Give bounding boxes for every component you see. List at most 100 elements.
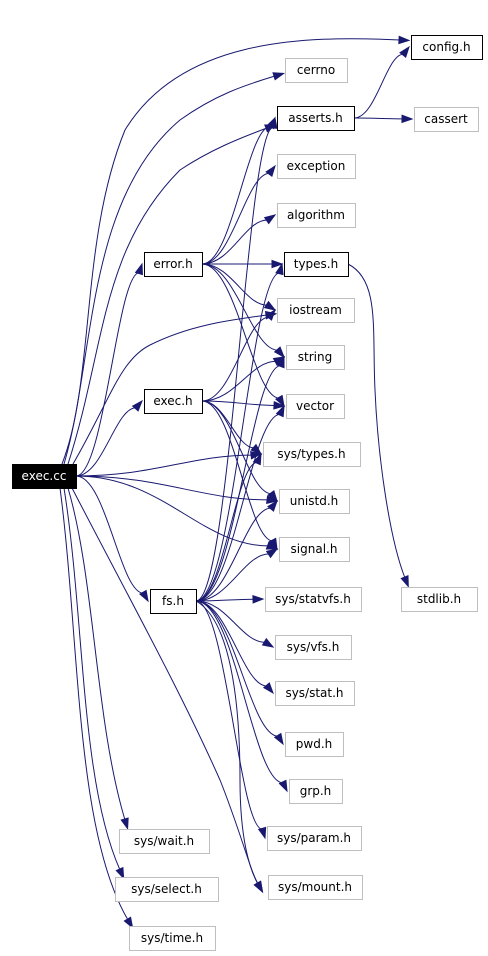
node-label: asserts.h <box>288 111 343 125</box>
edge-fs_h-to-sys_statvfs_h <box>195 598 255 602</box>
edge-arrowhead <box>273 346 285 359</box>
node-box <box>277 154 356 179</box>
node-label: config.h <box>422 40 470 54</box>
node-cerrno: cerrno <box>285 58 348 83</box>
node-exception: exception <box>277 154 356 179</box>
node-box <box>286 345 345 370</box>
edge-arrowhead <box>262 682 274 695</box>
node-label: sys/statvfs.h <box>275 592 351 606</box>
node-sys-stat-h: sys/stat.h <box>275 681 355 706</box>
edge-arrowhead <box>253 880 264 894</box>
edge-exec_cc-to-sys_time_h <box>59 487 129 921</box>
edge-exec_cc-to-unistd_h <box>75 475 269 501</box>
node-label: string <box>298 350 332 364</box>
node-label: sys/select.h <box>131 882 202 896</box>
node-box <box>267 826 362 851</box>
edge-arrowhead <box>266 495 279 504</box>
edge-fs_h-to-asserts_h <box>195 126 274 602</box>
node-box <box>265 587 362 612</box>
edge-fs_h-to-vector <box>195 413 281 602</box>
node-exec-h[interactable]: exec.h <box>144 389 203 414</box>
edge-exec_cc-to-sys_wait_h <box>67 487 126 821</box>
edge-arrowhead <box>139 589 149 603</box>
node-box <box>263 442 361 467</box>
edge-error_h-to-vector <box>201 263 280 399</box>
node-label: types.h <box>294 257 338 271</box>
node-sys-time-h: sys/time.h <box>129 926 216 951</box>
node-signal-h: signal.h <box>279 537 350 562</box>
edge-arrowhead <box>265 548 279 559</box>
edge-exec_cc-to-config_h <box>61 38 401 465</box>
node-box <box>268 875 363 900</box>
node-label: exception <box>287 159 346 173</box>
edge-error_h-to-asserts_h <box>201 125 272 265</box>
edge-arrowhead <box>400 575 409 588</box>
edge-arrowhead <box>275 404 285 418</box>
edge-arrowhead <box>271 259 284 269</box>
edge-error_h-to-exception <box>201 172 270 265</box>
node-box <box>289 779 343 804</box>
node-label: cassert <box>424 112 468 126</box>
edge-arrowhead <box>263 214 277 225</box>
node-label: sys/wait.h <box>134 834 194 848</box>
edge-exec_cc-to-cerrno <box>63 75 276 465</box>
node-box <box>284 252 349 277</box>
node-box <box>144 252 203 277</box>
edge-arrowhead <box>265 164 276 177</box>
edges-layer <box>59 35 414 930</box>
edge-fs_h-to-grp_h <box>195 600 284 784</box>
edge-exec_cc-to-iostream <box>72 314 268 465</box>
node-box <box>115 877 219 902</box>
node-sys-vfs-h: sys/vfs.h <box>275 635 352 660</box>
node-asserts-h[interactable]: asserts.h <box>277 106 355 131</box>
node-algorithm: algorithm <box>277 203 356 228</box>
node-box <box>286 394 345 419</box>
node-box <box>12 464 77 489</box>
edge-exec_h-to-unistd_h <box>201 400 272 495</box>
edge-fs_h-to-sys_vfs_h <box>195 600 266 643</box>
edge-arrowhead <box>261 637 275 648</box>
node-box <box>279 537 350 562</box>
node-config-h[interactable]: config.h <box>411 35 483 60</box>
node-box <box>277 298 355 323</box>
node-label: sys/time.h <box>141 931 203 945</box>
node-label: iostream <box>289 303 342 317</box>
edge-arrowhead <box>275 394 285 408</box>
node-box <box>275 635 352 660</box>
node-label: cerrno <box>297 63 335 77</box>
node-types-h[interactable]: types.h <box>284 252 349 277</box>
edge-exec_cc-to-error_h <box>75 272 140 477</box>
node-sys-mount-h: sys/mount.h <box>268 875 363 900</box>
edge-arrowhead <box>275 262 284 276</box>
node-box <box>279 489 350 514</box>
node-error-h[interactable]: error.h <box>144 252 203 277</box>
node-cassert: cassert <box>414 107 479 132</box>
node-unistd-h: unistd.h <box>279 489 350 514</box>
node-label: vector <box>296 399 334 413</box>
edge-arrowhead <box>278 779 288 793</box>
node-label: fs.h <box>162 594 184 608</box>
edge-error_h-to-iostream <box>201 263 268 306</box>
edge-arrowhead <box>131 399 143 412</box>
edge-arrowhead <box>267 490 278 503</box>
node-label: algorithm <box>287 208 345 222</box>
edge-exec_cc-to-sys_select_h <box>63 487 121 871</box>
edge-arrowhead <box>252 595 265 604</box>
node-box <box>275 681 355 706</box>
node-exec-cc[interactable]: exec.cc <box>12 464 77 489</box>
node-grp-h: grp.h <box>289 779 343 804</box>
edge-fs_h-to-string <box>195 364 282 602</box>
node-label: exec.h <box>153 394 192 408</box>
edge-arrowhead <box>267 499 278 512</box>
node-box <box>285 58 348 83</box>
edge-arrowhead <box>123 916 134 930</box>
node-label: sys/mount.h <box>278 880 352 894</box>
node-sys-select-h: sys/select.h <box>115 877 219 902</box>
node-fs-h[interactable]: fs.h <box>150 589 197 614</box>
edge-arrowhead <box>120 817 129 831</box>
node-label: sys/stat.h <box>285 686 343 700</box>
node-sys-wait-h: sys/wait.h <box>119 829 210 854</box>
node-label: sys/vfs.h <box>287 640 340 654</box>
node-box <box>277 106 355 131</box>
